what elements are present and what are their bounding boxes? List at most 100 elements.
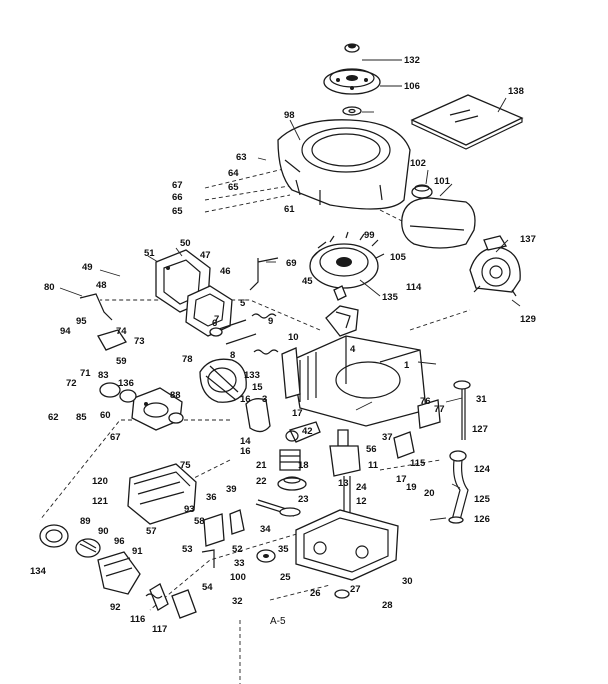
callout-label: 83 xyxy=(98,370,109,381)
bracket-69 xyxy=(249,257,279,291)
filter-parts xyxy=(145,583,197,619)
callout-label: 3 xyxy=(262,394,267,405)
callout-label: 13 xyxy=(338,478,349,489)
callout-label: 88 xyxy=(170,390,181,401)
crankshaft xyxy=(329,429,361,520)
callout-label: 127 xyxy=(472,424,488,435)
callout-label: 136 xyxy=(118,378,134,389)
callout-label: 35 xyxy=(278,544,289,555)
callout-label: 34 xyxy=(260,524,271,535)
callout-label: 73 xyxy=(134,336,145,347)
callout-label: 138 xyxy=(508,86,524,97)
callout-label: 51 xyxy=(144,248,155,259)
dipstick xyxy=(453,380,471,440)
callout-label: 80 xyxy=(44,282,55,293)
callout-label: 7 xyxy=(214,314,219,325)
callout-label: 120 xyxy=(92,476,108,487)
callout-label: 137 xyxy=(520,234,536,245)
callout-label: 124 xyxy=(474,464,491,475)
callout-label: 60 xyxy=(100,410,111,421)
callout-label: 96 xyxy=(114,536,125,547)
callout-label: 85 xyxy=(76,412,87,423)
callout-label: 56 xyxy=(366,444,377,455)
callout-label: 98 xyxy=(284,110,295,121)
callout-label: 69 xyxy=(286,258,297,269)
callout-label: 45 xyxy=(302,276,313,287)
callout-label: 11 xyxy=(368,460,379,471)
callout-label: 19 xyxy=(406,482,417,493)
callout-label: 116 xyxy=(130,614,145,625)
callout-label: 59 xyxy=(116,356,127,367)
callout-label: 52 xyxy=(232,544,243,555)
fuel-tank-cap xyxy=(411,184,433,199)
muffler xyxy=(127,463,197,525)
callout-label: 61 xyxy=(284,204,295,215)
callout-label: 134 xyxy=(30,566,47,577)
callout-label: 74 xyxy=(116,326,127,337)
callout-label: 91 xyxy=(132,546,143,557)
callout-label: 135 xyxy=(382,292,399,303)
callout-labels: 132 106 138 98 102 101 63 64 65 67 66 65… xyxy=(30,55,536,635)
ignition-coil xyxy=(325,305,359,337)
callout-label: 8 xyxy=(230,350,235,361)
callout-label: 89 xyxy=(80,516,91,527)
callout-label: 32 xyxy=(232,596,243,607)
piston xyxy=(279,449,301,471)
callout-label: 90 xyxy=(98,526,109,537)
air-vane xyxy=(245,398,271,433)
callout-label: 121 xyxy=(92,496,109,507)
air-cleaner-parts xyxy=(39,524,141,595)
callout-label: 48 xyxy=(96,280,107,291)
callout-label: 115 xyxy=(410,458,426,469)
callout-label: 62 xyxy=(48,412,59,423)
governor-lever xyxy=(79,293,127,351)
callout-label: 36 xyxy=(206,492,217,503)
callout-label: 15 xyxy=(252,382,263,393)
callout-label: 53 xyxy=(182,544,193,555)
callout-label: 77 xyxy=(434,404,445,415)
callout-label: 30 xyxy=(402,576,413,587)
callout-label: 42 xyxy=(302,426,313,437)
callout-label: 133 xyxy=(244,370,260,381)
callout-label: 106 xyxy=(404,81,420,92)
callout-label: 18 xyxy=(298,460,309,471)
callout-label: 12 xyxy=(356,496,367,507)
drain-plug xyxy=(334,589,350,599)
carb-gaskets xyxy=(99,382,184,424)
flywheel-gear xyxy=(277,476,307,491)
breather-gasket xyxy=(185,285,233,337)
callout-leaders xyxy=(59,59,521,521)
callout-label: 23 xyxy=(298,494,309,505)
page-label: A-5 xyxy=(270,616,286,627)
washer-106 xyxy=(342,106,362,116)
callout-label: 93 xyxy=(184,504,195,515)
callout-label: 100 xyxy=(230,572,246,583)
callout-label: 33 xyxy=(234,558,245,569)
callout-label: 49 xyxy=(82,262,93,273)
callout-label: 5 xyxy=(240,298,246,309)
callout-label: 57 xyxy=(146,526,157,537)
callout-label: 37 xyxy=(382,432,393,443)
callout-label: 50 xyxy=(180,238,191,249)
connecting-rod xyxy=(285,421,321,443)
callout-label: 17 xyxy=(396,474,407,485)
callout-label: 92 xyxy=(110,602,121,613)
callout-label: 25 xyxy=(280,572,291,583)
callout-label: 78 xyxy=(182,354,193,365)
governor-gear xyxy=(256,549,276,563)
dipstick-tube xyxy=(448,450,469,524)
callout-label: 17 xyxy=(292,408,303,419)
callout-label: 4 xyxy=(350,344,356,355)
callout-label: 20 xyxy=(424,488,435,499)
flywheel-key xyxy=(333,285,347,301)
oil-sump xyxy=(295,509,399,581)
callout-label: 14 xyxy=(240,436,251,447)
callout-label: 65 xyxy=(172,206,183,217)
callout-label: 65 xyxy=(228,182,239,193)
callout-label: 24 xyxy=(356,482,367,493)
fuel-tank xyxy=(401,197,476,249)
callout-label: 26 xyxy=(310,588,321,599)
callout-label: 21 xyxy=(256,460,267,471)
callout-label: 67 xyxy=(172,180,183,191)
